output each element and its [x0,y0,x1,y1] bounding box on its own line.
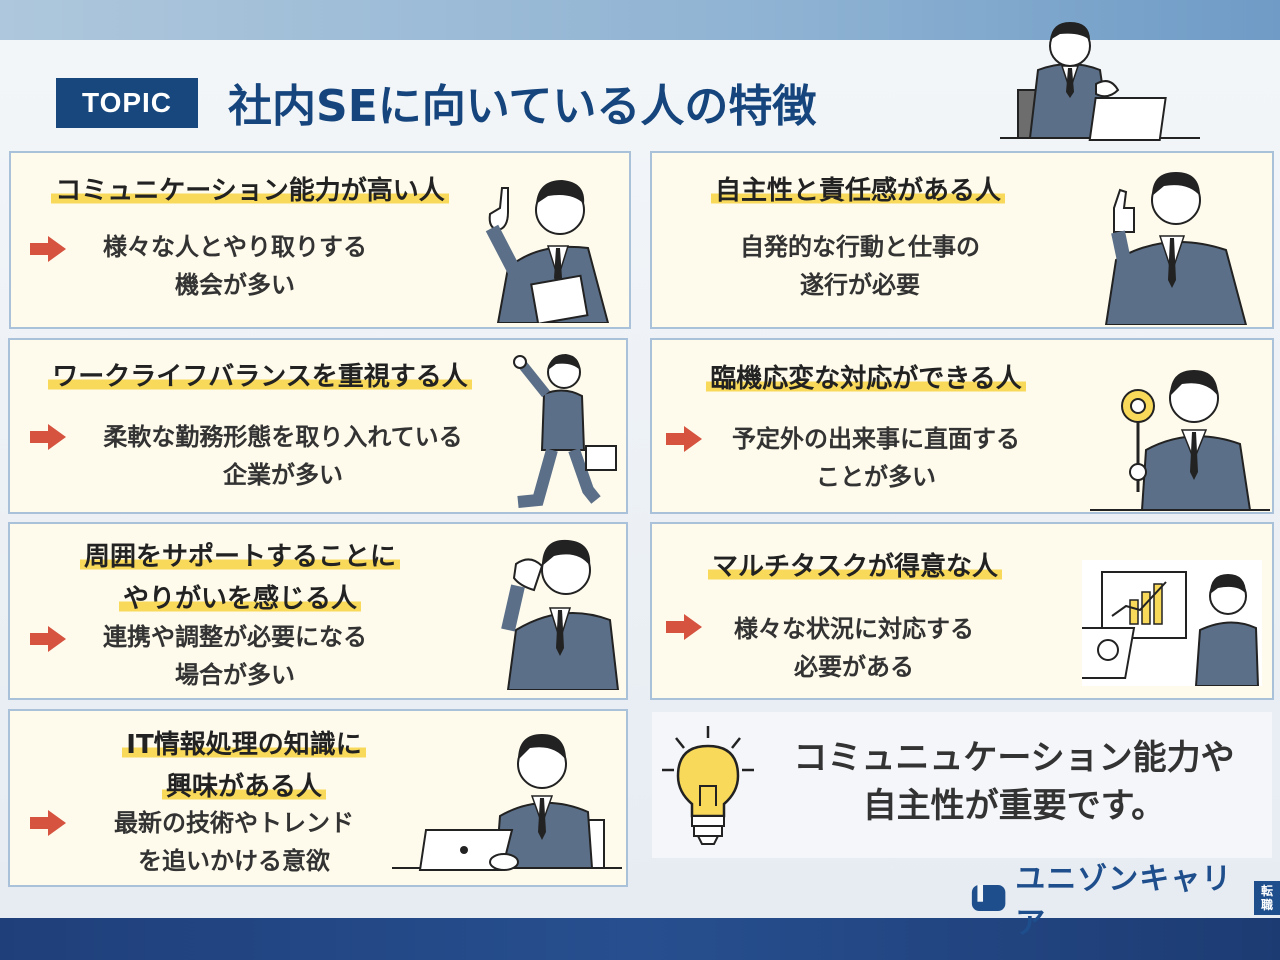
businessman-analytics-illustration [1082,560,1262,686]
description-line: 様々な状況に対応する [734,615,974,643]
description-line: 最新の技術やトレンド [114,809,354,837]
card-description: 様々な状況に対応する 必要がある [706,610,1002,686]
description-line: 必要がある [794,653,914,681]
businessman-walking-illustration [513,354,617,508]
brand-tag-line: 転 [1260,884,1273,898]
card-title: マルチタスクが得意な人 [670,546,1040,588]
description-line: 柔軟な勤務形態を取り入れている [103,423,463,451]
card-title: 自主性と責任感がある人 [668,170,1048,212]
card-title-text: 自主性と責任感がある人 [710,176,1005,206]
arrow-icon [30,810,66,836]
card-description: 様々な人とやり取りする 機会が多い [70,228,400,304]
bottom-band [0,918,1280,960]
description-line: 様々な人とやり取りする [103,233,367,261]
brand-name: ユニゾンキャリア [1015,862,1233,941]
businessman-calling-out-illustration [501,539,620,690]
card-title-text: コミュニケーション能力が高い人 [51,176,449,206]
arrow-icon [30,424,66,450]
description-line: 予定外の出来事に直面する [732,425,1020,453]
businessman-pointing-illustration [485,180,610,323]
description-line: 機会が多い [175,271,295,299]
card-description: 最新の技術やトレンド を追いかける意欲 [84,804,384,880]
topic-badge: TOPIC [56,78,198,128]
card-title-text: IT情報処理の知識に [122,730,366,760]
card-description: 自発的な行動と仕事の 遂行が必要 [700,228,1020,304]
description-line: 自発的な行動と仕事の [740,233,980,261]
description-line: を追いかける意欲 [138,847,330,875]
description-line: 場合が多い [175,661,295,689]
brand-logo: ユニゾンキャリア 転 職 [970,862,1280,941]
card-title: IT情報処理の知識に 興味がある人 [64,724,424,808]
arrow-icon [666,614,702,640]
lightbulb-icon [662,726,754,845]
description-line: ことが多い [816,463,936,491]
card-title-text: 臨機応変な対応ができる人 [706,364,1026,394]
card-description: 柔軟な勤務形態を取り入れている 企業が多い [68,418,498,494]
brand-tag: 転 職 [1253,881,1280,915]
summary-line: コミュニュケーション能力や [793,738,1235,778]
summary-box: コミュニュケーション能力や 自主性が重要です。 [652,712,1272,858]
card-title: 臨機応変な対応ができる人 [670,358,1062,400]
businessman-thumbs-up-illustration [1104,172,1248,325]
card-title-text: 周囲をサポートすることに [79,542,400,572]
card-description: 連携や調整が必要になる 場合が多い [70,618,400,694]
description-line: 企業が多い [223,461,343,489]
brand-mark-icon [971,884,1006,912]
description-line: 遂行が必要 [800,271,920,299]
summary-text: コミュニュケーション能力や 自主性が重要です。 [764,734,1264,830]
card-title-text: 興味がある人 [161,772,326,802]
card-title: コミュニケーション能力が高い人 [20,170,480,212]
businessman-holding-sign-illustration [1090,370,1270,511]
brand-tag-line: 職 [1260,898,1273,912]
page-title: 社内SEに向いている人の特徴 [228,81,817,132]
card-title-text: マルチタスクが得意な人 [707,552,1002,582]
card-description: 予定外の出来事に直面する ことが多い [704,420,1048,496]
card-title: ワークライフバランスを重視する人 [18,356,502,398]
card-title-text: ワークライフバランスを重視する人 [48,362,472,392]
description-line: 連携や調整が必要になる [103,623,367,651]
arrow-icon [30,236,66,262]
businessman-working-laptop-illustration [392,734,622,871]
card-title-text: やりがいを感じる人 [118,584,361,614]
arrow-icon [30,626,66,652]
summary-line: 自主性が重要です。 [862,786,1166,826]
card-title: 周囲をサポートすることに やりがいを感じる人 [30,536,450,620]
arrow-icon [666,426,702,452]
businessman-laptop-illustration [1000,22,1200,141]
